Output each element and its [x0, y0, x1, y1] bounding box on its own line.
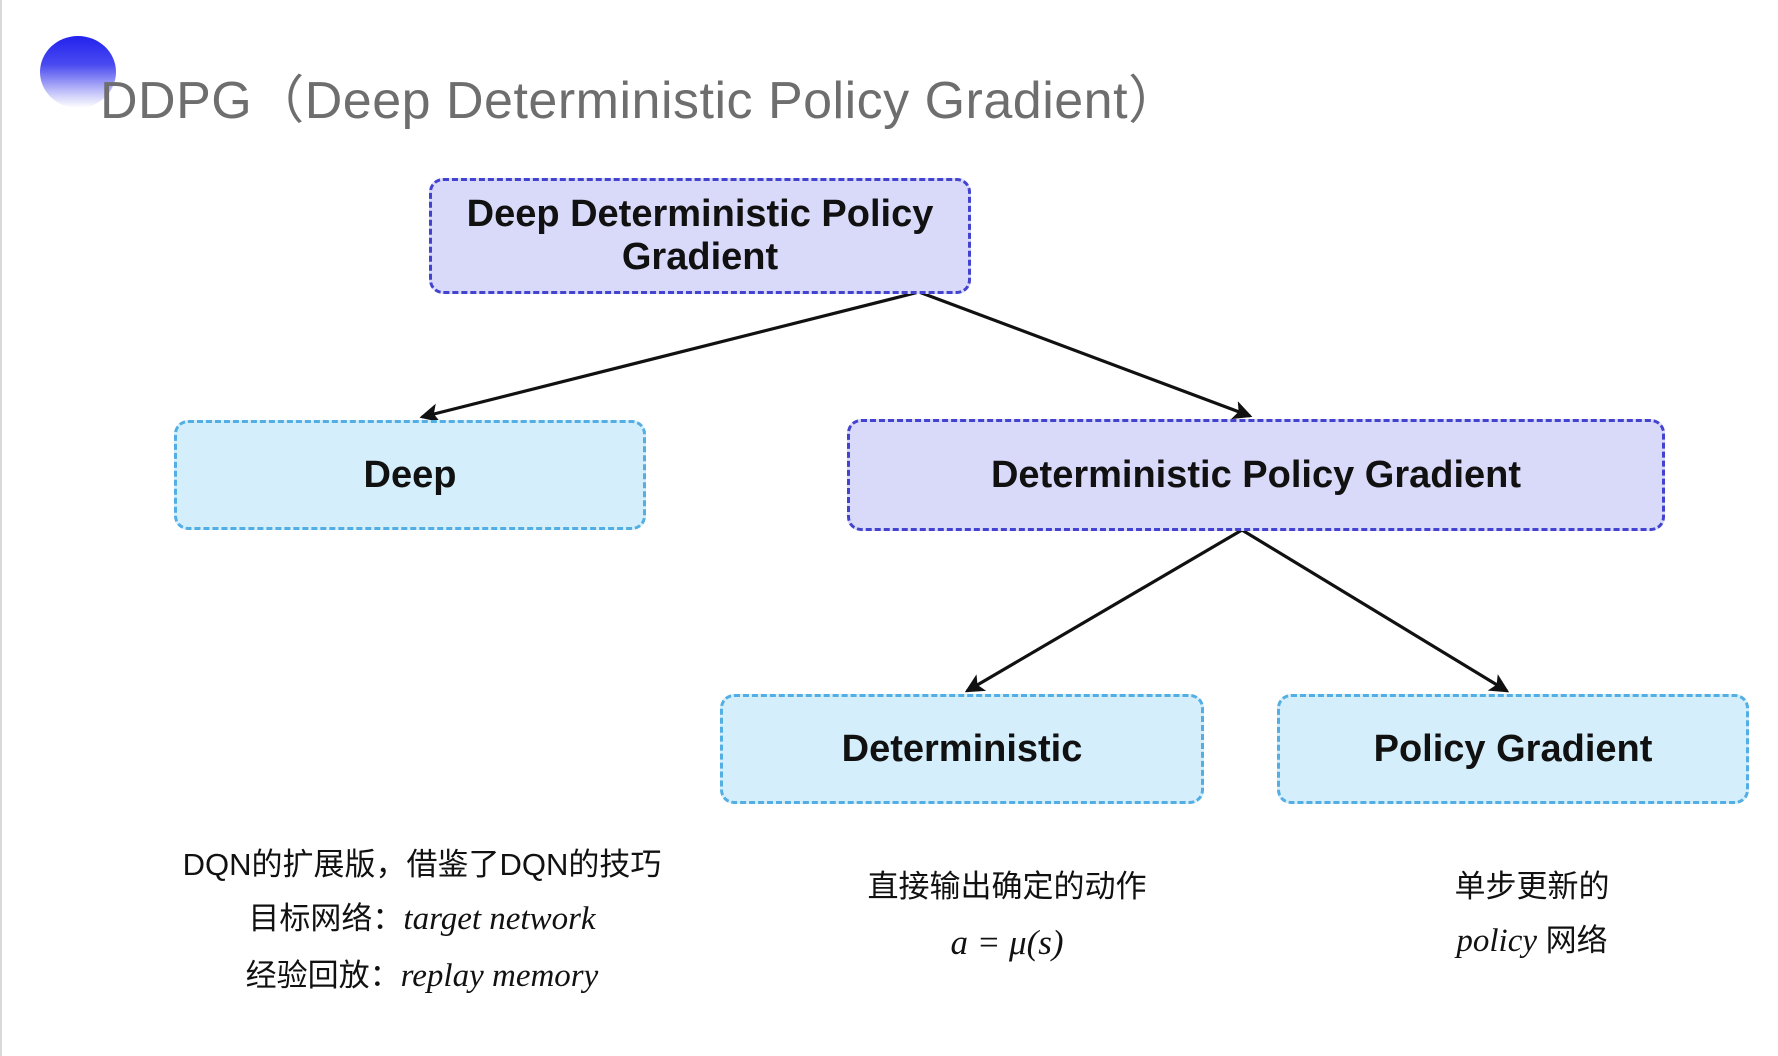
edge-root-deep	[419, 290, 920, 423]
caption-policy-gradient-term: policy	[1456, 923, 1537, 960]
node-deep-deterministic-policy-gradient[interactable]: Deep Deterministic Policy Gradient	[429, 178, 971, 294]
gradient-half-circle-icon	[40, 36, 116, 108]
page-title: DDPG（Deep Deterministic Policy Gradient）	[100, 72, 1181, 130]
node-deterministic-policy-gradient[interactable]: Deterministic Policy Gradient	[847, 419, 1665, 531]
node-policy-gradient[interactable]: Policy Gradient	[1277, 694, 1749, 804]
caption-policy-gradient-line-2: policy 网络	[1332, 913, 1732, 970]
caption-deterministic-line-1: 直接输出确定的动作	[867, 869, 1147, 904]
edge-root-dpg	[918, 290, 1253, 420]
node-deep[interactable]: Deep	[174, 420, 646, 530]
edge-dpg-deterministic	[964, 528, 1243, 693]
caption-policy-gradient: 单步更新的 policy 网络	[1332, 860, 1732, 970]
caption-deep-line-1: DQN的扩展版，借鉴了DQN的技巧	[182, 847, 662, 882]
caption-deterministic-formula: a = μ(s)	[950, 923, 1064, 963]
caption-deep-line-3-term: replay memory	[400, 958, 599, 995]
caption-deep: DQN的扩展版，借鉴了DQN的技巧 目标网络：target network 经验…	[152, 838, 692, 1005]
node-deterministic[interactable]: Deterministic	[720, 694, 1204, 804]
caption-deep-line-3: 经验回放：replay memory	[152, 948, 692, 1005]
caption-deep-line-2-term: target network	[403, 901, 596, 938]
caption-deterministic: 直接输出确定的动作 a = μ(s)	[792, 860, 1222, 974]
caption-policy-gradient-suffix: 网络	[1537, 923, 1608, 959]
caption-deep-line-3-label: 经验回放：	[245, 958, 401, 994]
edge-dpg-policy-gradient	[1241, 528, 1510, 693]
caption-policy-gradient-line-1: 单步更新的	[1454, 869, 1610, 904]
caption-deep-line-2-label: 目标网络：	[248, 901, 404, 937]
caption-deep-line-2: 目标网络：target network	[152, 891, 692, 948]
